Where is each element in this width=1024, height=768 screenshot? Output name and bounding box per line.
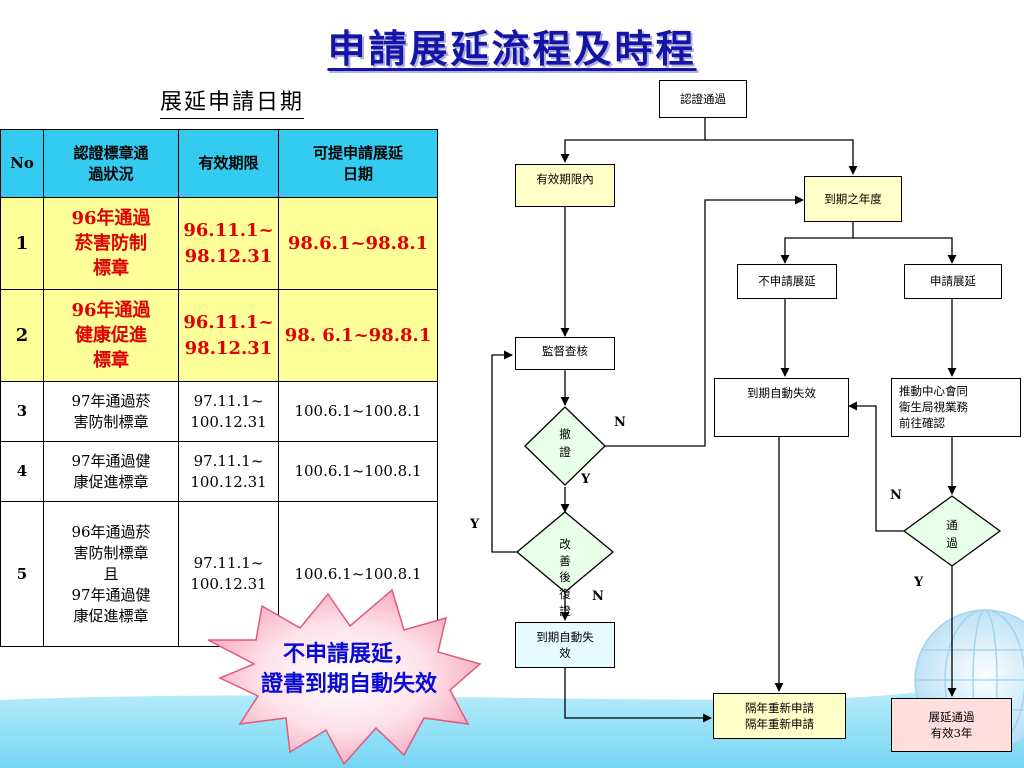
page-subtitle: 展延申請日期 <box>160 84 305 119</box>
row-no: 4 <box>0 441 44 502</box>
table-row: 5 96年通過菸 害防制標章 且 97年通過健 康促進標章 97.11.1~ 1… <box>0 501 438 647</box>
row-validity: 96.11.1~ 98.12.31 <box>178 197 279 290</box>
row-apply: 100.6.1~100.8.1 <box>278 381 438 442</box>
label-y-pass: Y <box>914 575 924 590</box>
table-row: 1 96年通過 菸害防制 標章 96.11.1~ 98.12.31 98.6.1… <box>0 197 438 290</box>
col-header-status: 認證標章通 過狀況 <box>43 129 179 198</box>
label-n-improve: N <box>592 589 604 604</box>
decision-revoke-label: 撤 證 <box>559 427 571 460</box>
label-y-improve: Y <box>470 517 480 532</box>
row-status: 96年通過 健康促進 標章 <box>43 289 179 382</box>
flow-cert-passed: 認證通過 <box>659 80 747 118</box>
row-apply: 98. 6.1~98.8.1 <box>278 289 438 382</box>
decision-revoke <box>524 406 606 486</box>
label-n-revoke: N <box>614 415 626 430</box>
row-apply: 100.6.1~100.8.1 <box>278 441 438 502</box>
row-no: 2 <box>0 289 44 382</box>
row-validity: 97.11.1~ 100.12.31 <box>178 501 279 647</box>
decision-pass-label: 通 過 <box>946 518 958 551</box>
decision-improve-label: 改 善 後 復 證 <box>559 537 571 618</box>
row-validity: 97.11.1~ 100.12.31 <box>178 381 279 442</box>
table-row: 2 96年通過 健康促進 標章 96.11.1~ 98.12.31 98. 6.… <box>0 289 438 382</box>
flow-auto-expire-left: 到期自動失 效 <box>515 622 615 668</box>
callout-line2: 證書到期自動失效 <box>260 671 437 697</box>
page-title: 申請展延流程及時程 <box>327 26 697 71</box>
flow-no-extension: 不申請展延 <box>737 264 837 299</box>
schedule-table: No 認證標章通 過狀況 有效期限 可提申請展延 日期 1 96年通過 菸害防制… <box>0 129 438 647</box>
table-row: 3 97年通過菸 害防制標章 97.11.1~ 100.12.31 100.6.… <box>0 381 438 442</box>
row-no: 1 <box>0 197 44 290</box>
callout-line1: 不申請展延， <box>282 642 415 667</box>
table-header-row: No 認證標章通 過狀況 有效期限 可提申請展延 日期 <box>0 129 438 198</box>
row-status: 96年通過 菸害防制 標章 <box>43 197 179 290</box>
row-status: 97年通過健 康促進標章 <box>43 441 179 502</box>
label-y-revoke: Y <box>581 472 591 487</box>
decision-pass <box>902 495 1002 567</box>
flow-within-validity: 有效期限內 <box>515 164 615 207</box>
col-header-no: No <box>0 129 44 198</box>
label-n-pass: N <box>890 488 902 503</box>
decision-improve <box>515 511 615 593</box>
flow-health-center: 推動中心會同 衛生局視業務 前往確認 <box>891 378 1021 437</box>
flow-expiry-year: 到期之年度 <box>804 176 902 222</box>
row-apply: 98.6.1~98.8.1 <box>278 197 438 290</box>
flow-reapply: 隔年重新申請 隔年重新申請 <box>713 693 846 739</box>
flow-apply-extension: 申請展延 <box>904 264 1002 299</box>
flow-supervision: 監督查核 <box>515 337 615 370</box>
flow-extension-passed: 展延通過 有效3年 <box>891 698 1012 752</box>
flow-auto-expire-mid: 到期自動失效 <box>714 378 849 437</box>
callout-text: 不申請展延， 證書到期自動失效 <box>230 640 468 699</box>
